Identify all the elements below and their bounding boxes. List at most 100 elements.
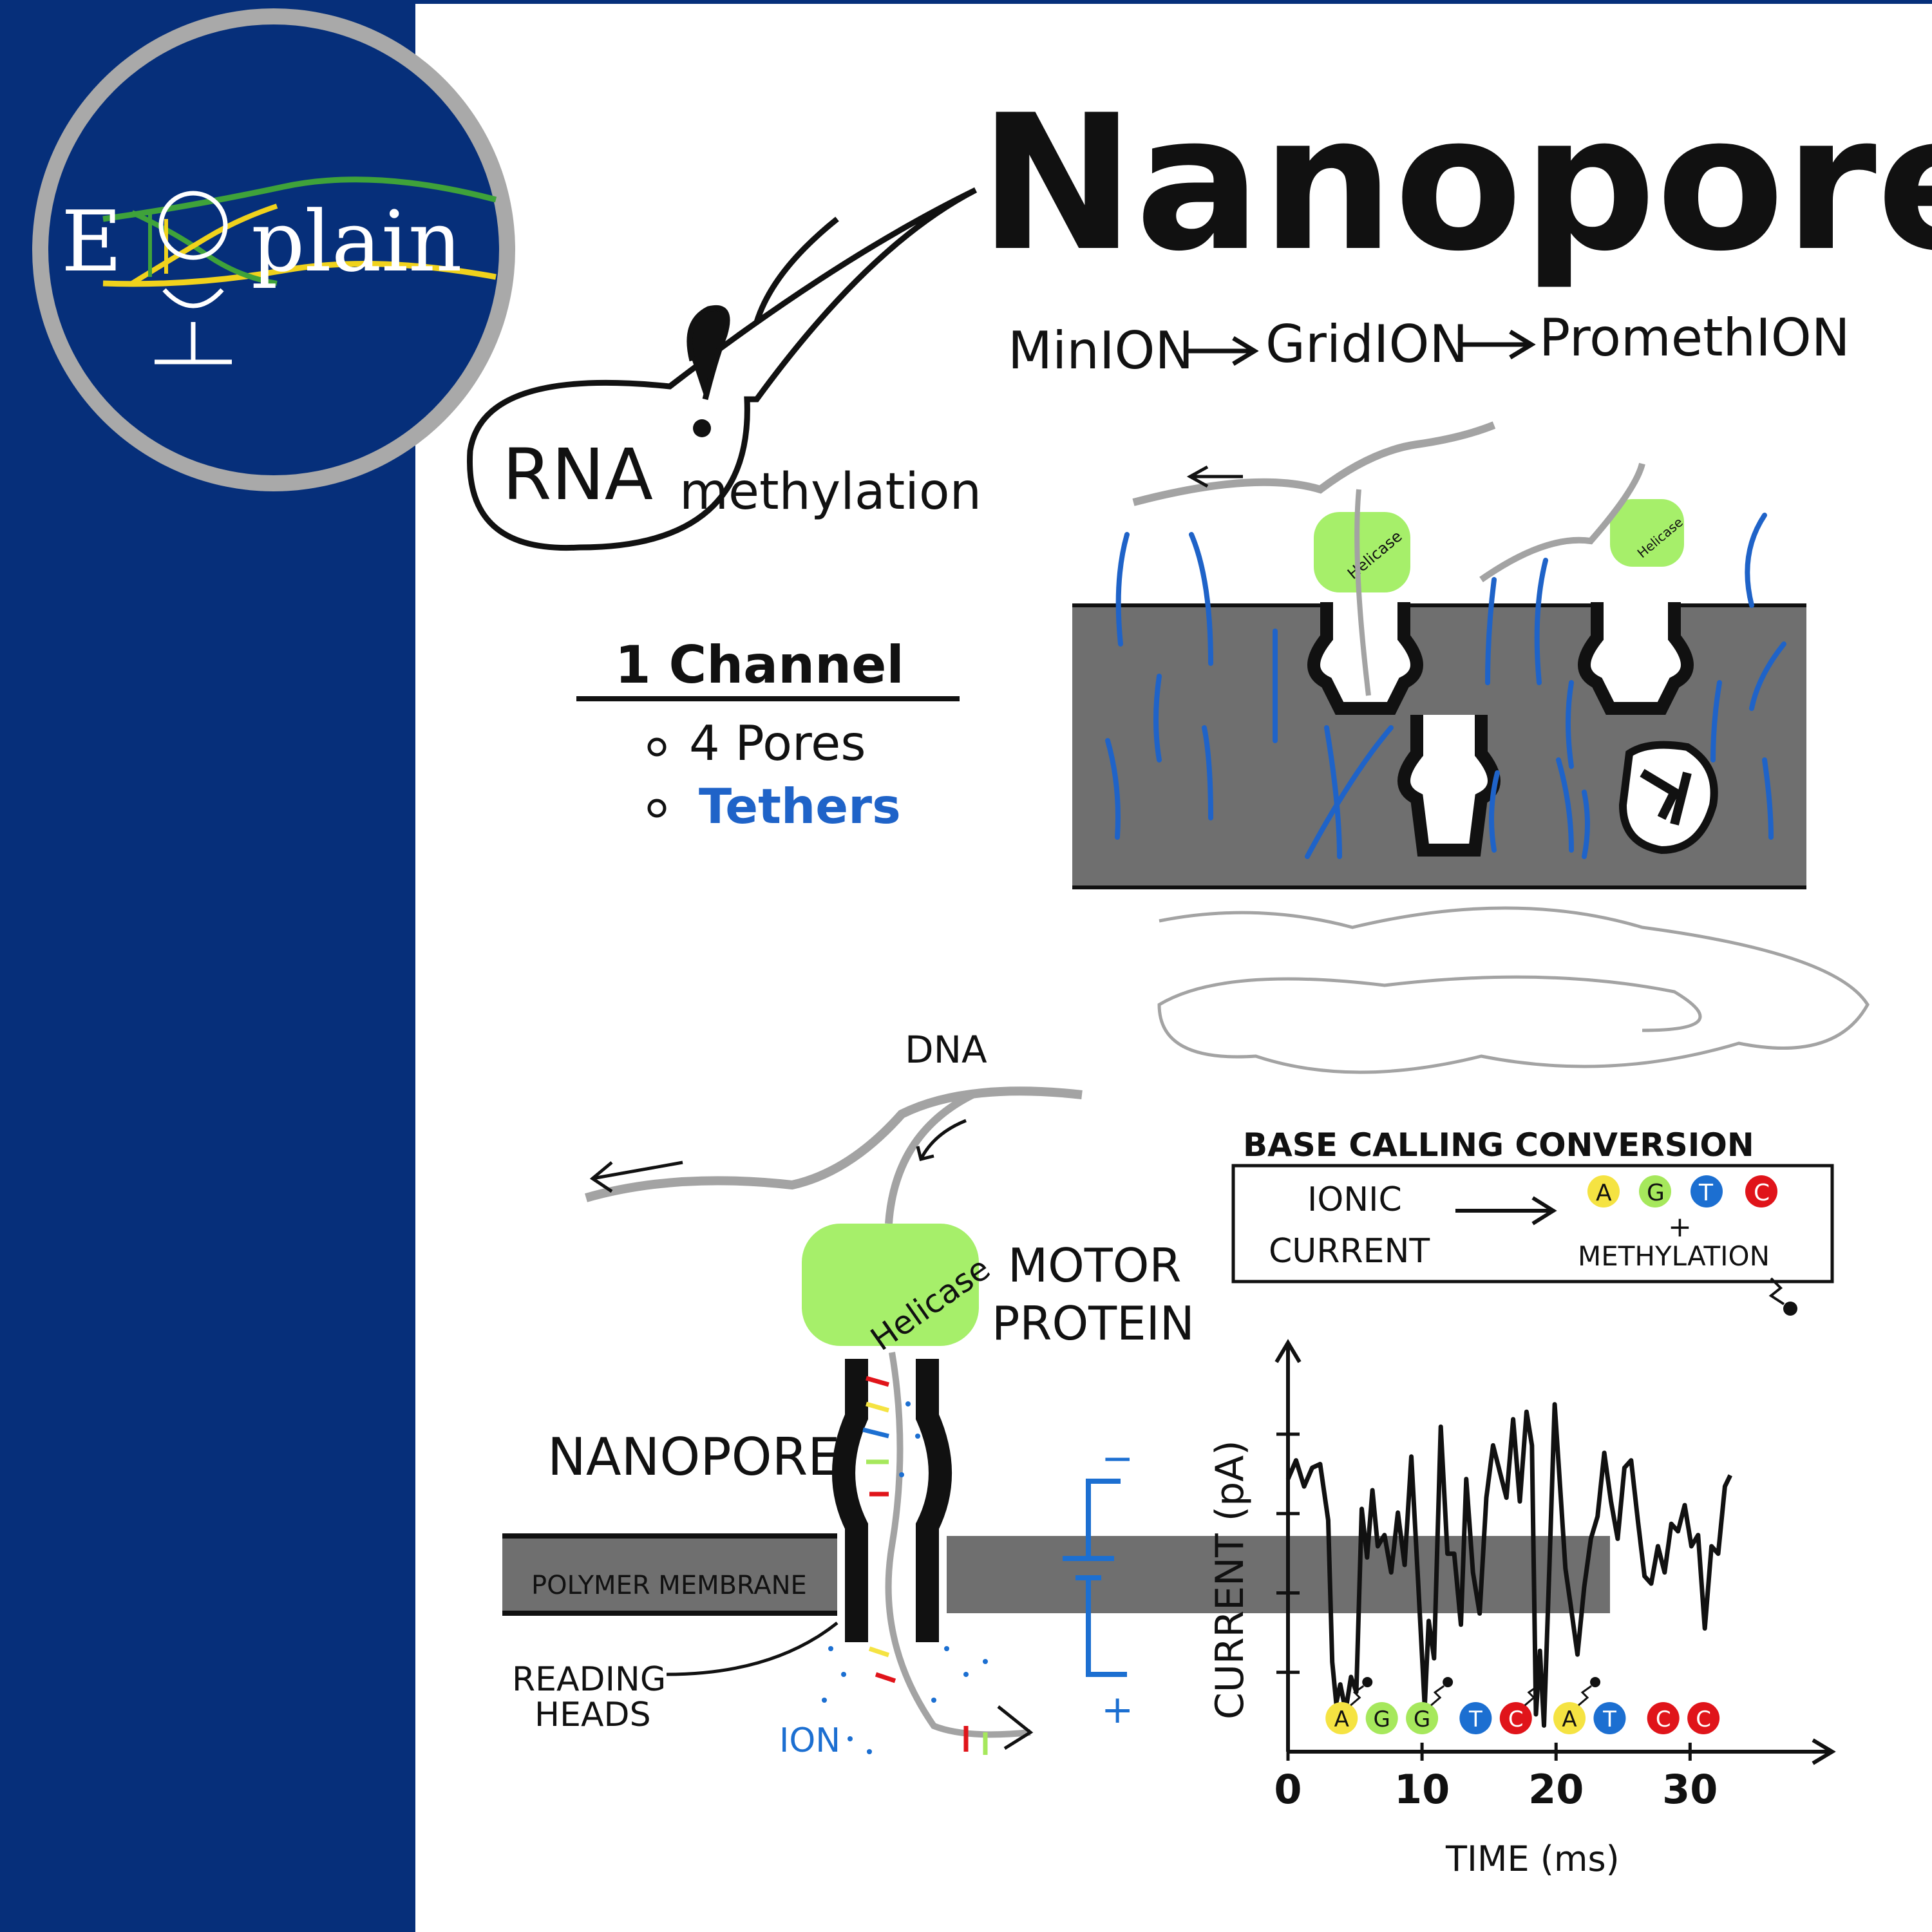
- channel-item-pores: 4 Pores: [689, 715, 866, 772]
- arrow-icon: [1186, 465, 1243, 488]
- basecalling-title: BASE CALLING CONVERSION: [1243, 1126, 1754, 1164]
- arrow-icon: [1274, 1339, 1302, 1363]
- logo-word-plain: plain: [251, 193, 462, 290]
- bullet-icon: [647, 799, 667, 818]
- helicase-icon: [802, 1224, 979, 1346]
- tether-icons: [1105, 513, 1786, 859]
- base-marker: C: [1687, 1702, 1720, 1734]
- x-axis-label: TIME (ms): [1445, 1839, 1620, 1879]
- svg-text:T: T: [1468, 1707, 1482, 1732]
- base-label: G: [1647, 1180, 1665, 1206]
- membrane-overview: Helicase Helicase: [1072, 421, 1870, 1074]
- svg-text:C: C: [1656, 1707, 1671, 1732]
- device-minion: MinION: [1008, 321, 1193, 381]
- y-axis-label: CURRENT (pA): [1208, 1440, 1253, 1719]
- svg-text:C: C: [1508, 1707, 1524, 1732]
- channel-legend: 1 Channel 4 Pores Tethers: [576, 635, 960, 835]
- bubble-rna: RNA: [502, 433, 653, 516]
- polymer-membrane: [502, 1536, 1610, 1613]
- battery-plus: +: [1101, 1687, 1133, 1732]
- arrow-icon: [1812, 1738, 1836, 1765]
- tangled-dna: [1157, 906, 1870, 1074]
- bullet-icon: [647, 737, 667, 757]
- x-tick-label: 0: [1274, 1766, 1302, 1813]
- dna-strand: [1354, 489, 1371, 696]
- arrow-icon: [1185, 330, 1536, 366]
- x-tick-label: 20: [1528, 1766, 1584, 1813]
- svg-text:G: G: [1414, 1707, 1430, 1732]
- helicase-icon: Helicase Helicase: [1314, 499, 1686, 592]
- dna-strand: [885, 1352, 1031, 1738]
- base-marker: A: [1553, 1677, 1601, 1734]
- arrow-icon: [916, 1119, 967, 1162]
- methyl-icon: [1768, 1277, 1785, 1305]
- methylation-label: METHYLATION: [1578, 1240, 1770, 1272]
- explain-logo: E X plain: [32, 8, 515, 491]
- base-calling-box: BASE CALLING CONVERSION IONIC CURRENT A …: [1231, 1126, 1834, 1316]
- plus-sign: +: [1668, 1211, 1692, 1244]
- base-marker: C: [1499, 1677, 1547, 1734]
- dna-strand: [885, 1091, 974, 1224]
- dna-label: DNA: [905, 1028, 987, 1072]
- nanopore-label: NANOPORE: [547, 1427, 840, 1487]
- ion-label: ION: [779, 1721, 840, 1760]
- svg-text:G: G: [1373, 1707, 1390, 1732]
- membrane-label: POLYMER MEMBRANE: [531, 1571, 807, 1600]
- rna-methylation-bubble: RNA methylation: [466, 187, 981, 551]
- svg-text:A: A: [1562, 1707, 1577, 1732]
- reading-heads-line1: READING: [512, 1660, 666, 1699]
- base-label: C: [1754, 1180, 1770, 1206]
- logo-letter-e: E: [61, 193, 122, 290]
- arrow-icon: [997, 1705, 1034, 1750]
- motor-protein-line1: MOTOR: [1008, 1238, 1181, 1293]
- ionic-current-line1: IONIC: [1307, 1180, 1402, 1219]
- device-promethion: PromethION: [1539, 308, 1850, 368]
- bubble-methylation: methylation: [679, 463, 981, 521]
- x-tick-label: 10: [1394, 1766, 1450, 1813]
- arrow-icon: [589, 1160, 683, 1193]
- base-label: T: [1698, 1180, 1714, 1206]
- device-progression: MinION GridION PromethION: [1008, 308, 1850, 381]
- nanopore-detail: DNA Helicase MOTOR PROTEIN POLYMER MEMBR…: [502, 1028, 1610, 1760]
- base-legend: A G T C: [1587, 1175, 1777, 1208]
- arrow-icon: [666, 1622, 838, 1676]
- channel-heading: 1 Channel: [615, 635, 904, 695]
- motor-protein-line2: PROTEIN: [992, 1296, 1195, 1350]
- damaged-pore-icon: [1618, 741, 1718, 855]
- dna-strand: [585, 1086, 1083, 1202]
- x-tick-label: 30: [1662, 1766, 1718, 1813]
- ionic-current-line2: CURRENT: [1269, 1232, 1430, 1271]
- x-ticks: 0 10 20 30: [1274, 1743, 1718, 1813]
- dna-strand: [1479, 462, 1645, 583]
- svg-text:T: T: [1602, 1707, 1616, 1732]
- base-marker: T: [1459, 1702, 1492, 1734]
- page-title: Nanopore: [979, 75, 1932, 292]
- base-marker: G: [1365, 1702, 1398, 1734]
- base-marker: A: [1325, 1677, 1373, 1734]
- reading-heads-line2: HEADS: [535, 1696, 651, 1734]
- pore-wall-left: [832, 1359, 868, 1642]
- pore-icon: [1307, 602, 1694, 857]
- base-label: A: [1596, 1180, 1612, 1206]
- current-trace: [1285, 1402, 1732, 1728]
- device-gridion: GridION: [1265, 314, 1468, 374]
- base-marker: C: [1647, 1702, 1680, 1734]
- arrow-icon: [1455, 1196, 1557, 1226]
- y-ticks: [1276, 1432, 1300, 1674]
- battery-icon: [1063, 1479, 1127, 1677]
- methyl-icon: [1783, 1302, 1797, 1316]
- top-border: [415, 0, 1932, 4]
- dna-strand: [1132, 421, 1496, 506]
- pore-wall-right: [916, 1359, 952, 1642]
- base-pairs: [862, 1376, 988, 1755]
- base-marker: T: [1593, 1702, 1626, 1734]
- channel-item-tethers: Tethers: [699, 778, 901, 835]
- svg-text:C: C: [1696, 1707, 1711, 1732]
- base-marker: G: [1406, 1677, 1454, 1734]
- battery-minus: −: [1101, 1436, 1133, 1481]
- ion-dots: [822, 1401, 988, 1754]
- svg-text:A: A: [1334, 1707, 1349, 1732]
